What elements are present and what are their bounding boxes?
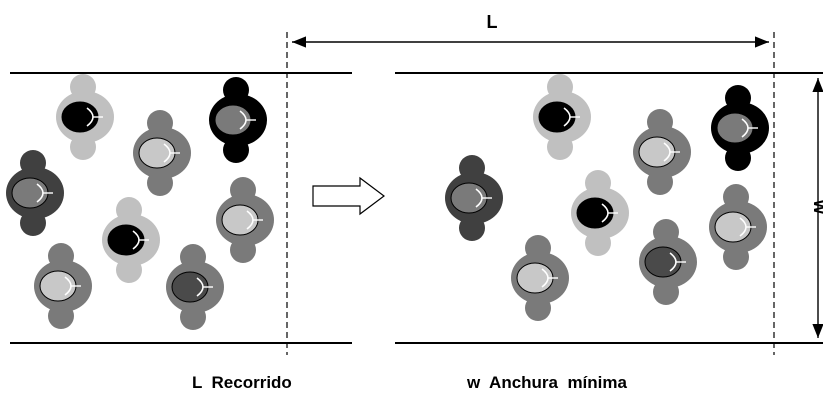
transition-arrow-icon [312, 176, 385, 216]
pedestrian-group-after [445, 74, 769, 321]
pedestrian [445, 155, 503, 241]
pedestrian [102, 197, 160, 283]
pedestrian [639, 219, 697, 305]
pedestrian [56, 74, 114, 160]
pedestrian [216, 177, 274, 263]
length-dimension: L [292, 12, 769, 48]
pedestrian-group-before [6, 74, 274, 330]
right-corridor [395, 32, 823, 355]
width-dimension: w [810, 78, 823, 338]
pedestrian [209, 77, 267, 163]
pedestrian [6, 150, 64, 236]
caption-travel: L Recorrido [192, 373, 292, 392]
pedestrian [711, 85, 769, 171]
pedestrian [133, 110, 191, 196]
pedestrian [709, 184, 767, 270]
left-corridor [10, 32, 352, 355]
pedestrian [571, 170, 629, 256]
length-label: L [487, 12, 498, 32]
width-label: w [810, 199, 823, 215]
caption-min-width: w Anchura mínima [467, 373, 627, 392]
pedestrian [34, 243, 92, 329]
pedestrian [511, 235, 569, 321]
pedestrian [166, 244, 224, 330]
pedestrian [533, 74, 591, 160]
pedestrian [633, 109, 691, 195]
